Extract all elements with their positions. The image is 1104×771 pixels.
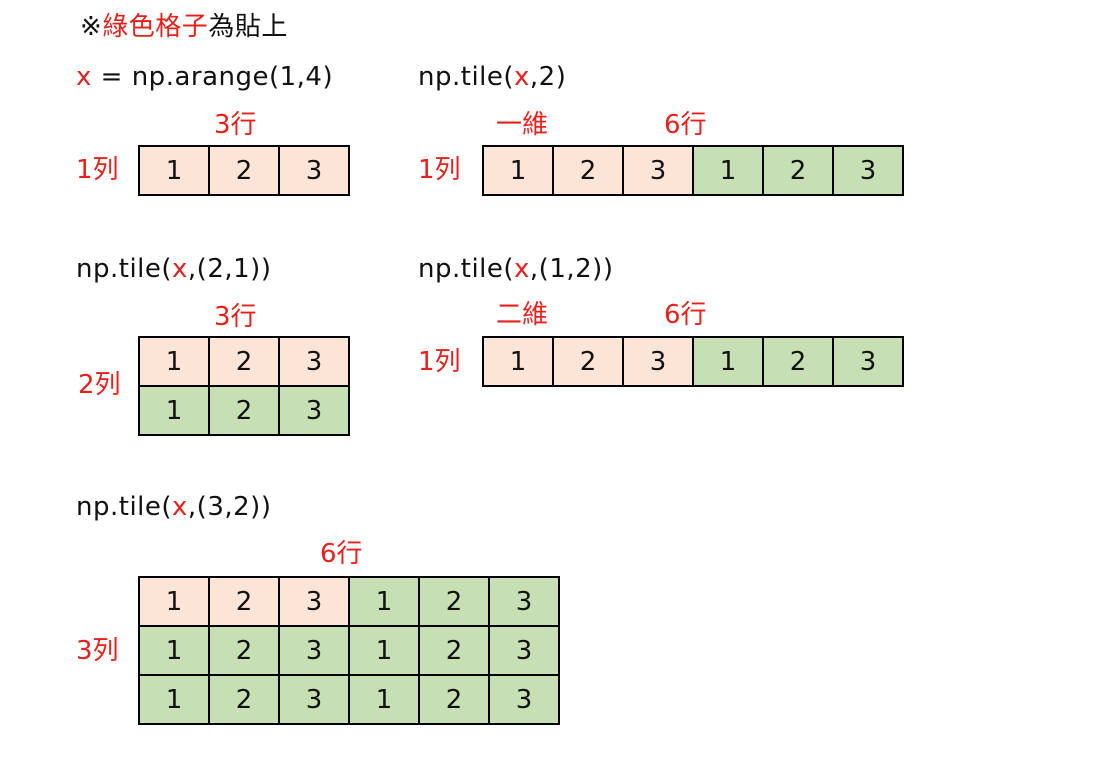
cols-label-tile-2: 6行 [664, 110, 707, 140]
original-cell: 2 [208, 336, 280, 387]
original-cell: 1 [482, 145, 554, 196]
tiled-cell: 1 [348, 576, 420, 627]
rows-label-tile-2: 1列 [418, 155, 461, 185]
original-cell: 3 [278, 145, 350, 196]
tiled-cell: 3 [278, 385, 350, 436]
code-tile-12: np.tile(x,(1,2)) [418, 254, 614, 284]
code-tile-2: np.tile(x,2) [418, 62, 567, 92]
original-cell: 3 [278, 336, 350, 387]
rows-label-arange: 1列 [76, 155, 119, 185]
tiled-cell: 3 [488, 625, 560, 676]
tiled-cell: 2 [418, 625, 490, 676]
legend-rest: 為貼上 [208, 12, 288, 42]
cols-label-arange: 3行 [214, 110, 257, 140]
rows-label-tile-32: 3列 [76, 636, 119, 666]
dim-label-tile-12: 二維 [496, 300, 549, 330]
code-arange: x = np.arange(1,4) [76, 62, 334, 92]
code-var: x [76, 62, 92, 92]
tiled-cell: 3 [832, 336, 904, 387]
tiled-cell: 2 [208, 625, 280, 676]
code-tile-32: np.tile(x,(3,2)) [76, 492, 272, 522]
tiled-cell: 1 [138, 625, 210, 676]
code-var: x [514, 254, 530, 284]
cols-label-tile-32: 6行 [320, 539, 363, 569]
original-cell: 1 [138, 145, 210, 196]
dim-label-tile-2: 一維 [496, 110, 549, 140]
original-cell: 2 [552, 336, 624, 387]
tiled-cell: 1 [692, 145, 764, 196]
tiled-cell: 3 [488, 576, 560, 627]
tiled-cell: 1 [138, 385, 210, 436]
cols-label-tile-12: 6行 [664, 300, 707, 330]
tiled-cell: 2 [208, 385, 280, 436]
tiled-cell: 3 [488, 674, 560, 725]
tiled-cell: 2 [762, 145, 834, 196]
cols-label-tile-21: 3行 [214, 302, 257, 332]
tiled-cell: 3 [278, 674, 350, 725]
tiled-cell: 1 [692, 336, 764, 387]
tiled-cell: 1 [348, 674, 420, 725]
reference-mark: ※ [80, 12, 103, 42]
tiled-cell: 2 [762, 336, 834, 387]
original-cell: 2 [208, 145, 280, 196]
rows-label-tile-21: 2列 [78, 370, 121, 400]
tiled-cell: 3 [832, 145, 904, 196]
original-cell: 3 [622, 145, 694, 196]
code-var: x [514, 62, 530, 92]
original-cell: 1 [482, 336, 554, 387]
tiled-cell: 2 [208, 674, 280, 725]
original-cell: 1 [138, 576, 210, 627]
original-cell: 1 [138, 336, 210, 387]
code-var: x [172, 254, 188, 284]
tiled-cell: 2 [418, 674, 490, 725]
tiled-cell: 2 [418, 576, 490, 627]
code-tile-21: np.tile(x,(2,1)) [76, 254, 272, 284]
original-cell: 2 [552, 145, 624, 196]
original-cell: 3 [622, 336, 694, 387]
legend-highlight: 綠色格子 [102, 12, 209, 42]
tiled-cell: 3 [278, 625, 350, 676]
code-var: x [172, 492, 188, 522]
original-cell: 2 [208, 576, 280, 627]
rows-label-tile-12: 1列 [418, 347, 461, 377]
tiled-cell: 1 [138, 674, 210, 725]
legend-note: ※綠色格子為貼上 [80, 10, 288, 44]
tiled-cell: 1 [348, 625, 420, 676]
original-cell: 3 [278, 576, 350, 627]
